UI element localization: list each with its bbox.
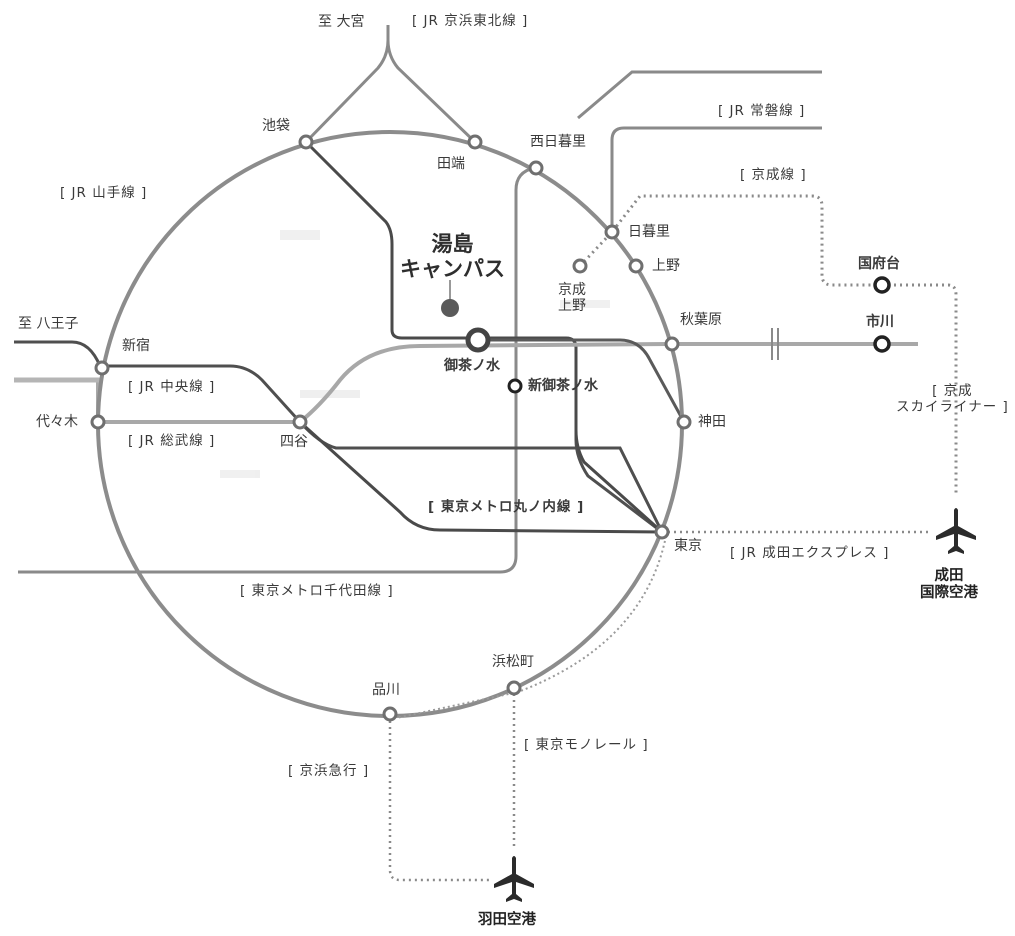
label-konodai: 国府台 bbox=[858, 256, 900, 272]
keisei-line bbox=[578, 194, 882, 287]
line-label-skyliner: [ 京成 スカイライナー ] bbox=[896, 383, 1009, 415]
line-label-marunouchi: [ 東京メトロ丸ノ内線 ] bbox=[428, 499, 585, 515]
line-label-keisei: [ 京成線 ] bbox=[740, 167, 807, 183]
destination-omiya: 至 大宮 bbox=[318, 14, 365, 30]
station-shinagawa bbox=[382, 706, 398, 722]
campus-label: 湯島 キャンパス bbox=[400, 232, 505, 282]
station-nippori bbox=[604, 224, 620, 240]
label-haneda-airport: 羽田空港 bbox=[478, 912, 536, 928]
label-shin-ochanomizu: 新御茶ノ水 bbox=[528, 378, 598, 394]
station-ichikawa bbox=[873, 335, 891, 353]
station-ochanomizu bbox=[465, 327, 491, 353]
station-konodai bbox=[873, 276, 891, 294]
station-tabata bbox=[467, 134, 483, 150]
label-ichikawa: 市川 bbox=[866, 314, 894, 330]
label-nishinippori: 西日暮里 bbox=[530, 134, 586, 150]
station-nishinippori bbox=[528, 160, 544, 176]
ochanomizu-kanda-line bbox=[478, 338, 686, 423]
label-hamamatsucho: 浜松町 bbox=[492, 654, 534, 670]
skyliner-line bbox=[882, 283, 958, 495]
station-tokyo bbox=[654, 524, 670, 540]
label-akihabara: 秋葉原 bbox=[680, 312, 722, 328]
label-ueno: 上野 bbox=[652, 258, 680, 274]
label-tabata: 田端 bbox=[437, 156, 465, 172]
label-kanda: 神田 bbox=[698, 414, 726, 430]
label-nippori: 日暮里 bbox=[628, 224, 670, 240]
joban-line bbox=[610, 126, 822, 232]
station-markers bbox=[90, 134, 692, 722]
label-ochanomizu: 御茶ノ水 bbox=[444, 358, 500, 374]
keikyu-line bbox=[388, 715, 490, 882]
northeast-line bbox=[577, 70, 822, 120]
label-keisei-ueno: 京成 上野 bbox=[558, 282, 586, 315]
label-yotsuya: 四谷 bbox=[280, 434, 308, 450]
line-label-monorail: [ 東京モノレール ] bbox=[524, 737, 649, 753]
line-label-keihin-tohoku: [ JR 京浜東北線 ] bbox=[412, 13, 529, 29]
line-label-yamanote: [ JR 山手線 ] bbox=[60, 185, 148, 201]
station-yotsuya bbox=[292, 414, 308, 430]
line-label-sobu: [ JR 総武線 ] bbox=[128, 433, 216, 449]
campus-dot bbox=[441, 299, 459, 317]
line-label-joban: [ JR 常磐線 ] bbox=[718, 103, 806, 119]
label-shinagawa: 品川 bbox=[372, 682, 400, 698]
station-kanda bbox=[676, 414, 692, 430]
haneda-airplane-icon bbox=[494, 856, 534, 902]
line-label-keikyu: [ 京浜急行 ] bbox=[288, 763, 370, 779]
station-yoyogi bbox=[90, 414, 106, 430]
keihin-tohoku-line bbox=[304, 25, 477, 144]
station-ueno bbox=[628, 258, 644, 274]
station-keisei-ueno bbox=[572, 258, 588, 274]
station-shinjuku bbox=[94, 360, 110, 376]
label-narita-airport: 成田 国際空港 bbox=[920, 568, 978, 601]
yamanote-east-dotted bbox=[395, 535, 667, 719]
sobu-break-mark bbox=[771, 328, 779, 360]
line-label-chiyoda: [ 東京メトロ千代田線 ] bbox=[240, 583, 394, 599]
station-ikebukuro bbox=[298, 134, 314, 150]
station-hamamatsucho bbox=[506, 680, 522, 696]
line-label-chuo: [ JR 中央線 ] bbox=[128, 379, 216, 395]
destination-hachioji: 至 八王子 bbox=[18, 316, 79, 332]
label-yoyogi: 代々木 bbox=[36, 414, 78, 430]
line-label-narita-express: [ JR 成田エクスプレス ] bbox=[730, 545, 890, 561]
station-shin-ochanomizu bbox=[507, 378, 523, 394]
chiyoda-line bbox=[18, 166, 535, 574]
station-akihabara bbox=[664, 336, 680, 352]
label-shinjuku: 新宿 bbox=[122, 338, 150, 354]
label-tokyo: 東京 bbox=[674, 538, 702, 554]
narita-airplane-icon bbox=[936, 508, 976, 554]
label-ikebukuro: 池袋 bbox=[262, 118, 290, 134]
